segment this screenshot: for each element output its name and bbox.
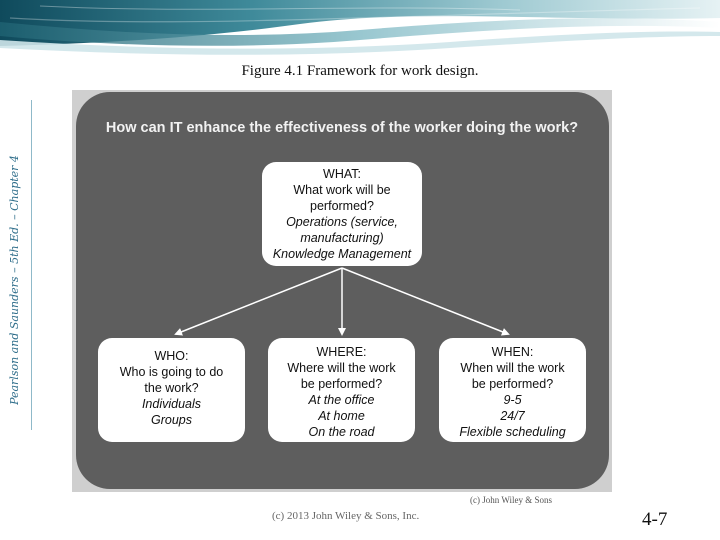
what-box: WHAT: What work will be performed? Opera… (262, 162, 422, 266)
when-item-3: Flexible scheduling (459, 425, 566, 439)
what-item-3: Knowledge Management (272, 247, 412, 261)
who-question-line-2: the work? (144, 381, 199, 395)
what-item-2: manufacturing) (300, 231, 384, 245)
when-item-1: 9-5 (503, 393, 522, 407)
arrow-to-when (341, 267, 510, 336)
what-item-1: Operations (service, (286, 215, 398, 229)
when-question-line-2: be performed? (471, 377, 554, 391)
diagram-arrows (174, 267, 510, 336)
side-rule (31, 100, 32, 430)
who-item-1: Individuals (141, 397, 202, 411)
when-box: WHEN: When will the work be performed? 9… (439, 338, 586, 442)
who-item-2: Groups (151, 413, 192, 427)
copyright-footer: (c) 2013 John Wiley & Sons, Inc. (272, 510, 420, 522)
what-question-line-1: What work will be (293, 183, 391, 197)
what-heading: WHAT: (323, 167, 361, 181)
when-item-2: 24/7 (500, 409, 525, 423)
where-item-3: On the road (308, 425, 375, 439)
where-box: WHERE: Where will the work be performed?… (268, 338, 415, 442)
where-item-2: At home (318, 409, 365, 423)
chapter-side-label: Pearlson and Saunders – 5th Ed. – Chapte… (8, 155, 21, 405)
figure-title: Figure 4.1 Framework for work design. (241, 63, 479, 79)
arrow-to-who (174, 267, 343, 336)
header-banner (0, 0, 720, 60)
what-question-line-2: performed? (310, 199, 374, 213)
framework-figure: How can IT enhance the effectiveness of … (72, 90, 612, 492)
copyright-small: (c) John Wiley & Sons (470, 495, 552, 505)
where-heading: WHERE: (316, 345, 367, 359)
who-box: WHO: Who is going to do the work? Indivi… (98, 338, 245, 442)
where-question-line-2: be performed? (300, 377, 383, 391)
who-question-line-1: Who is going to do (119, 365, 224, 379)
diagram-question: How can IT enhance the effectiveness of … (105, 120, 579, 136)
when-heading: WHEN: (491, 345, 534, 359)
where-item-1: At the office (308, 393, 375, 407)
who-heading: WHO: (154, 349, 189, 363)
page-number: 4-7 (642, 509, 668, 530)
when-question-line-1: When will the work (460, 361, 565, 375)
where-question-line-1: Where will the work (287, 361, 396, 375)
